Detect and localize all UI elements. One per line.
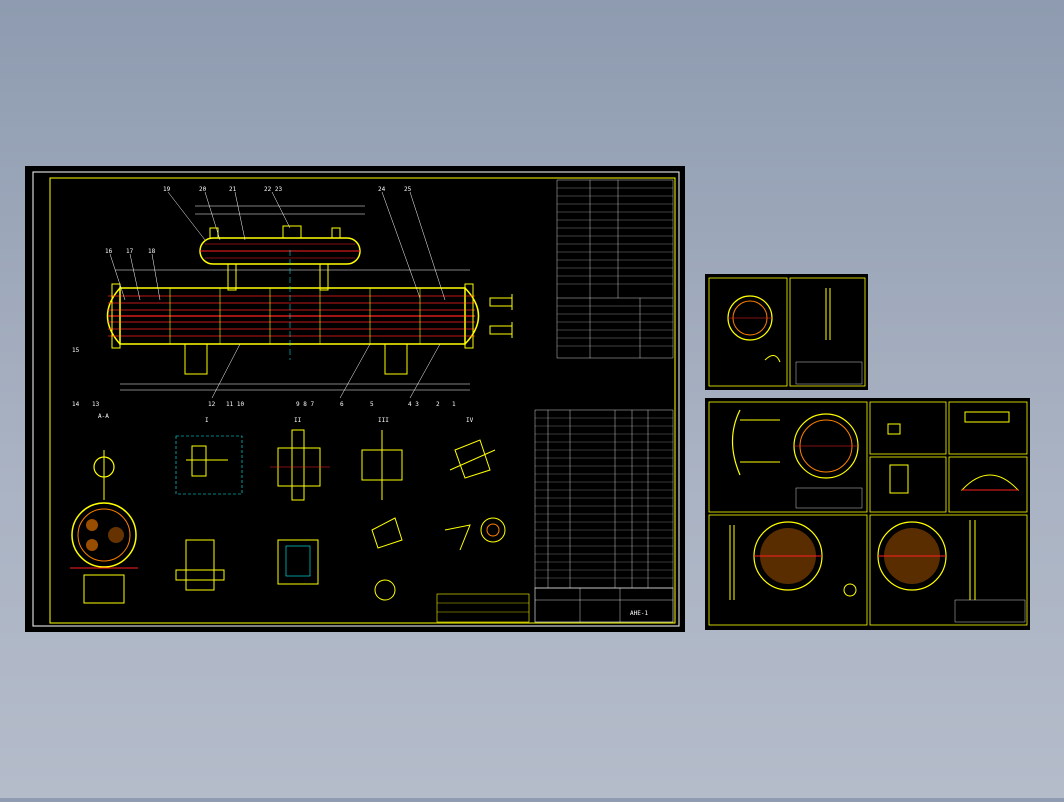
sub-sheet-8-frame bbox=[708, 514, 868, 626]
callout-bottom-7: 2 bbox=[436, 401, 440, 408]
main-shell-body bbox=[106, 250, 513, 391]
upper-parts-table-rows bbox=[557, 187, 673, 347]
callout-bottom-5: 5 bbox=[370, 401, 374, 408]
sub-sheet-4-frame bbox=[869, 401, 947, 455]
top-callouts: 19 20 21 22 23 24 25 bbox=[163, 186, 412, 193]
detail-iii-label: III bbox=[378, 417, 389, 424]
detail-i: I bbox=[175, 417, 243, 495]
title-block: AHE-1 bbox=[436, 587, 674, 623]
callout-top-6: 25 bbox=[404, 186, 412, 193]
section-label: A-A bbox=[98, 413, 109, 420]
callout-left-2: 17 bbox=[126, 248, 134, 255]
detail-ii: II bbox=[270, 417, 330, 501]
sub-sheet-5-frame bbox=[948, 401, 1028, 455]
detail-iv-label: IV bbox=[466, 417, 474, 424]
lower-parts-list-rows bbox=[535, 417, 673, 579]
callout-top-2: 20 bbox=[199, 186, 207, 193]
sub-sheet-2-frame bbox=[789, 277, 866, 387]
upper-parts-table bbox=[556, 179, 674, 359]
sub-sheet-9-frame bbox=[869, 514, 1028, 626]
callout-bottom-3: 9 8 7 bbox=[296, 401, 314, 408]
main-sheet-background bbox=[25, 166, 685, 632]
detail-lower-set bbox=[175, 517, 506, 601]
callout-leaders bbox=[109, 191, 446, 399]
detail-ii-label: II bbox=[294, 417, 302, 424]
callout-bottom-4: 6 bbox=[340, 401, 344, 408]
title-block-drawing-number: AHE-1 bbox=[630, 610, 648, 617]
bottom-callouts: 12 11 10 9 8 7 6 5 4 3 2 1 bbox=[208, 401, 456, 408]
main-sheet: 19 20 21 22 23 24 25 16 17 18 15 14 13 1… bbox=[25, 166, 685, 632]
callout-top-1: 19 bbox=[163, 186, 171, 193]
callout-left-5: 14 bbox=[72, 401, 80, 408]
callout-top-4: 22 23 bbox=[264, 186, 282, 193]
detail-i-label: I bbox=[205, 417, 209, 424]
callout-top-3: 21 bbox=[229, 186, 237, 193]
callout-bottom-2: 11 10 bbox=[226, 401, 244, 408]
sub-sheet-7-frame bbox=[948, 456, 1028, 513]
section-a-a-view: A-A bbox=[70, 413, 138, 604]
detail-iv: IV bbox=[449, 417, 496, 479]
callout-left-4: 15 bbox=[72, 347, 80, 354]
main-sheet-inner-frame bbox=[49, 177, 676, 624]
callout-left-3: 18 bbox=[148, 248, 156, 255]
detail-iii: III bbox=[361, 417, 403, 500]
upper-header-drum bbox=[195, 205, 365, 291]
left-callouts: 16 17 18 15 14 13 bbox=[72, 248, 156, 408]
callout-top-5: 24 bbox=[378, 186, 386, 193]
callout-left-1: 16 bbox=[105, 248, 113, 255]
sub-sheet-3-frame bbox=[708, 401, 868, 513]
callout-left-6: 13 bbox=[92, 401, 100, 408]
sub-sheet-group-top bbox=[705, 274, 868, 390]
main-sheet-outer-frame bbox=[32, 171, 680, 627]
sub-sheet-group-bottom bbox=[705, 398, 1030, 630]
callout-bottom-1: 12 bbox=[208, 401, 216, 408]
sub-sheet-6-frame bbox=[869, 456, 947, 513]
callout-bottom-8: 1 bbox=[452, 401, 456, 408]
sub-sheet-1-frame bbox=[708, 277, 788, 387]
callout-bottom-6: 4 3 bbox=[408, 401, 419, 408]
